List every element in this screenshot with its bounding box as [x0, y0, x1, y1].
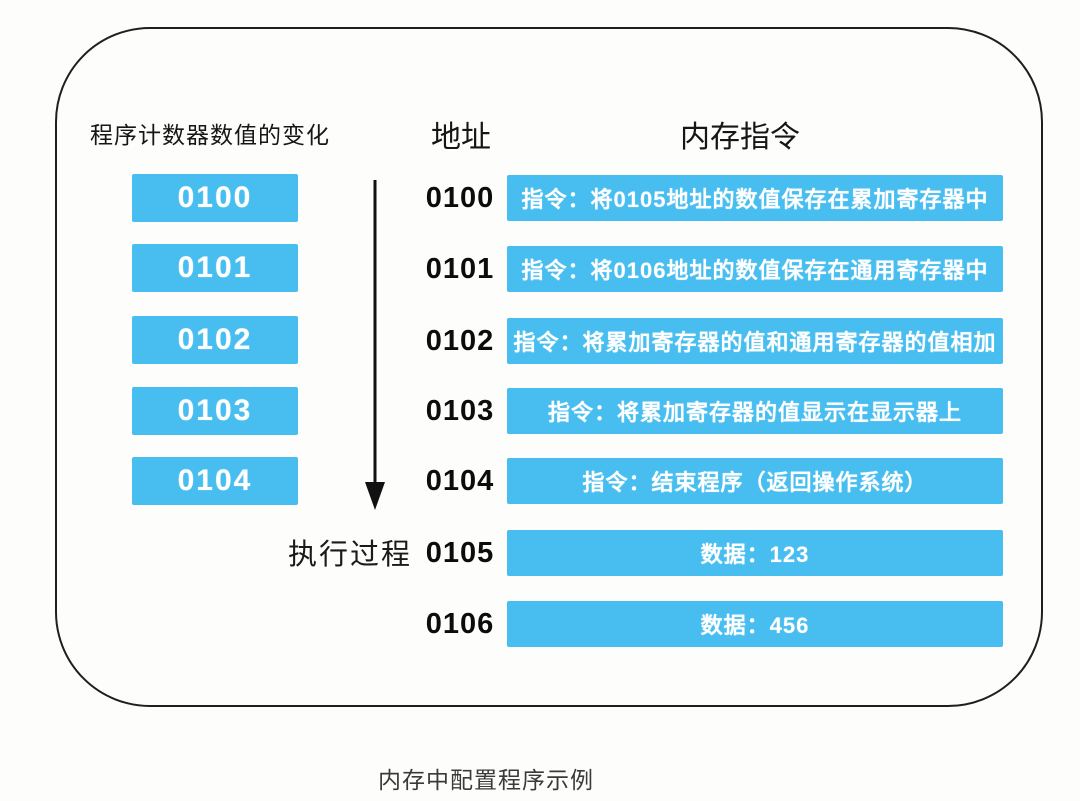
memory-address: 0102: [425, 324, 495, 357]
memory-content-box: 指令：将0106地址的数值保存在通用寄存器中: [507, 246, 1003, 292]
pc-value-box: 0104: [132, 457, 298, 505]
memory-content-box: 数据：123: [507, 530, 1003, 576]
memory-address: 0103: [425, 394, 495, 427]
memory-content-box: 指令：将累加寄存器的值显示在显示器上: [507, 388, 1003, 434]
memory-content-box: 数据：456: [507, 601, 1003, 647]
memory-content-box: 指令：结束程序（返回操作系统）: [507, 458, 1003, 504]
diagram-rounded-border: [55, 27, 1043, 707]
memory-address: 0104: [425, 464, 495, 497]
execution-process-label: 执行过程: [288, 539, 413, 571]
pc-value-box: 0100: [132, 174, 298, 222]
pc-value-box: 0103: [132, 387, 298, 435]
memory-column-header: 内存指令: [680, 121, 800, 154]
pc-value-box: 0101: [132, 244, 298, 292]
memory-address: 0106: [425, 607, 495, 640]
address-column-header: 地址: [431, 121, 491, 154]
pc-value-box: 0102: [132, 316, 298, 364]
memory-address: 0105: [425, 536, 495, 569]
diagram-caption: 内存中配置程序示例: [378, 767, 594, 793]
memory-address: 0100: [425, 181, 495, 214]
pc-column-header: 程序计数器数值的变化: [90, 122, 330, 148]
memory-content-box: 指令：将0105地址的数值保存在累加寄存器中: [507, 175, 1003, 221]
memory-address: 0101: [425, 252, 495, 285]
memory-content-box: 指令：将累加寄存器的值和通用寄存器的值相加: [507, 318, 1003, 364]
execution-flow-arrow-icon: [365, 180, 385, 510]
